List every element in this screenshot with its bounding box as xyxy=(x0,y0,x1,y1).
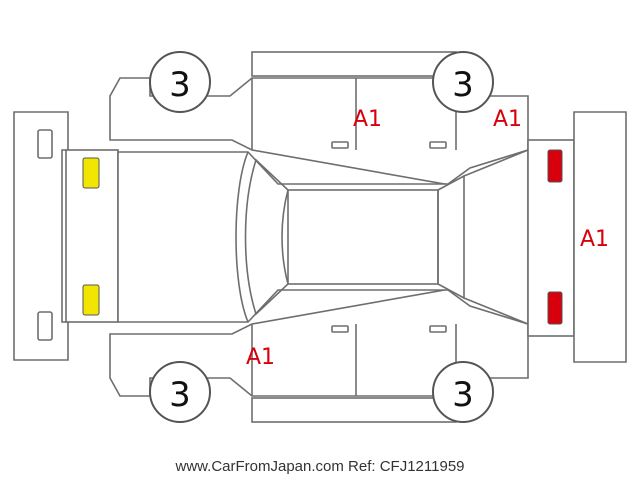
tire-rear-left: 3 xyxy=(432,51,494,113)
front-right-lamp xyxy=(82,284,100,316)
tire-grade-front-left: 3 xyxy=(169,65,191,105)
damage-mark-rear-quarter-top: A1 xyxy=(493,107,522,132)
damage-mark-rear-bumper: A1 xyxy=(580,227,609,252)
tire-rear-right: 3 xyxy=(432,361,494,423)
front-left-lamp xyxy=(82,157,100,189)
bottom-front-door-handle xyxy=(331,325,349,333)
tire-front-right: 3 xyxy=(149,361,211,423)
rear-left-lamp xyxy=(547,149,563,183)
damage-mark-left-front-fender: A1 xyxy=(246,345,275,370)
bottom-side-roof-panel xyxy=(251,397,457,423)
rear-right-lamp xyxy=(547,291,563,325)
top-side-roof-panel xyxy=(251,51,457,77)
top-rear-door-handle xyxy=(429,141,447,149)
top-front-door-handle xyxy=(331,141,349,149)
front-bumper xyxy=(13,111,69,361)
tire-grade-rear-right: 3 xyxy=(452,375,474,415)
bottom-rear-door-handle xyxy=(429,325,447,333)
damage-mark-rear-door-top: A1 xyxy=(353,107,382,132)
tire-grade-rear-left: 3 xyxy=(452,65,474,105)
reference-footer: www.CarFromJapan.com Ref: CFJ1211959 xyxy=(175,458,465,475)
top-view-body xyxy=(117,148,529,326)
bottom-side-profile xyxy=(109,287,529,397)
top-side-profile xyxy=(109,77,529,187)
rear-bumper xyxy=(527,111,627,363)
tire-front-left: 3 xyxy=(149,51,211,113)
tire-grade-front-right: 3 xyxy=(169,375,191,415)
